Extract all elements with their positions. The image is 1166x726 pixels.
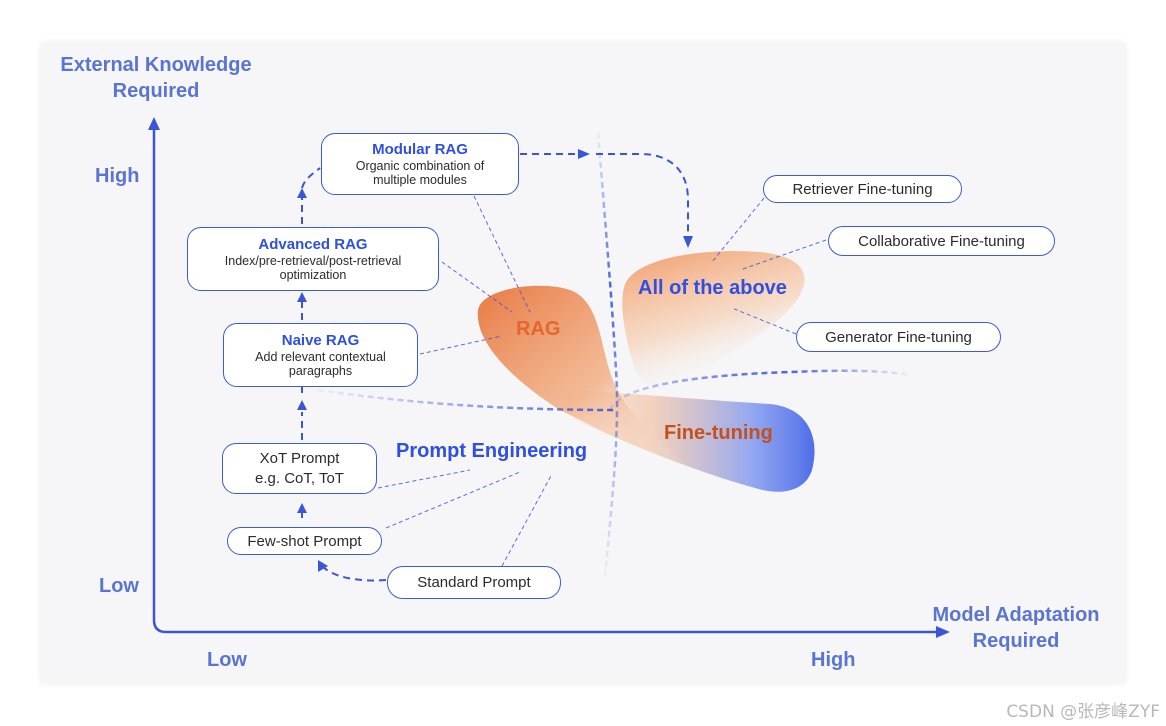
- advanced-rag-desc-line2: optimization: [279, 268, 347, 282]
- xot-prompt-line2: e.g. CoT, ToT: [255, 469, 344, 487]
- y-tick-low: Low: [99, 575, 139, 597]
- fine-tuning-label: Fine-tuning: [664, 422, 773, 444]
- rag-label: RAG: [516, 318, 561, 340]
- naive-rag-box: Naive RAG Add relevant contextual paragr…: [223, 323, 418, 387]
- rag-region: [477, 285, 690, 468]
- all-of-the-above-region: [622, 251, 805, 391]
- x-axis-arrow: [936, 626, 950, 638]
- watermark: CSDN @张彦峰ZYF: [1006, 702, 1160, 722]
- y-tick-high: High: [95, 165, 140, 187]
- naive-rag-desc-line2: paragraphs: [288, 364, 353, 378]
- y-axis-title-line2: Required: [112, 80, 200, 102]
- leader-lines: [377, 195, 827, 567]
- naive-rag-desc-line1: Add relevant contextual: [255, 350, 386, 364]
- x-tick-high: High: [811, 649, 856, 671]
- vertical-separator: [596, 131, 619, 579]
- advanced-to-modular-arrow: [301, 167, 321, 189]
- generator-fine-tuning-box: Generator Fine-tuning: [796, 322, 1001, 352]
- x-axis-title: Model Adaptation Required: [910, 602, 1122, 654]
- retriever-fine-tuning-box: Retriever Fine-tuning: [763, 175, 962, 203]
- modular-rag-desc-line1: Organic combination of: [355, 159, 485, 173]
- prompt-separator: [317, 388, 616, 412]
- modular-rag-title: Modular RAG: [372, 141, 468, 158]
- x-tick-low: Low: [207, 649, 247, 671]
- prompt-engineering-label: Prompt Engineering: [396, 440, 588, 462]
- y-axis-arrow: [148, 117, 160, 130]
- modular-rag-desc-line2: multiple modules: [373, 173, 467, 187]
- advanced-rag-desc-line1: Index/pre-retrieval/post-retrieval: [224, 254, 402, 268]
- collaborative-fine-tuning-box: Collaborative Fine-tuning: [828, 226, 1055, 256]
- naive-rag-title: Naive RAG: [281, 332, 360, 349]
- standard-prompt-box: Standard Prompt: [387, 566, 561, 599]
- xot-prompt-line1: XoT Prompt: [259, 449, 340, 467]
- modular-rag-box: Modular RAG Organic combination of multi…: [321, 133, 519, 195]
- xot-prompt-box: XoT Prompt e.g. CoT, ToT: [222, 443, 377, 494]
- standard-to-fewshot-arrow: [321, 565, 387, 582]
- y-axis-title-line1: External Knowledge: [60, 54, 252, 76]
- advanced-rag-title: Advanced RAG: [258, 236, 368, 253]
- few-shot-prompt-box: Few-shot Prompt: [227, 527, 382, 555]
- horizontal-separator: [608, 369, 911, 411]
- x-axis-title-line2: Required: [972, 630, 1060, 652]
- all-of-the-above-label: All of the above: [638, 277, 787, 299]
- x-axis-title-line1: Model Adaptation: [932, 604, 1100, 626]
- y-axis-line: [152, 128, 938, 634]
- y-axis-title: External Knowledge Required: [40, 52, 272, 104]
- advanced-rag-box: Advanced RAG Index/pre-retrieval/post-re…: [187, 227, 439, 291]
